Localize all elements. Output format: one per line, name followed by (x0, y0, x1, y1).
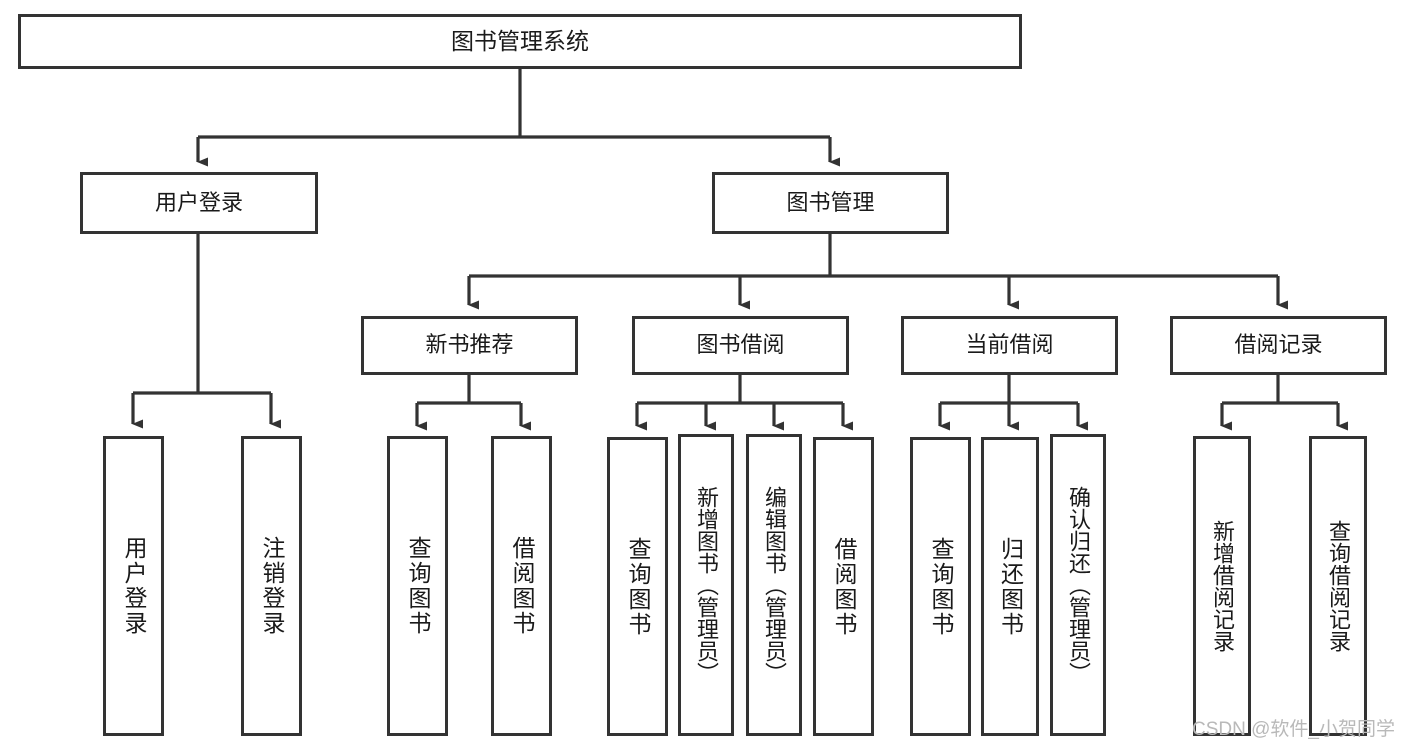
node-leaf-add-record[interactable]: 新增借阅记录 (1193, 436, 1251, 736)
node-new-book-recommend-label: 新书推荐 (425, 332, 514, 358)
node-leaf-logout-label: 注销登录 (259, 536, 285, 636)
node-leaf-borrow-book-2-label: 借阅图书 (831, 536, 857, 637)
node-leaf-borrow-book-1-label: 借阅图书 (509, 536, 535, 636)
node-leaf-return-book-label: 归还图书 (997, 536, 1024, 637)
node-leaf-confirm-return[interactable]: 确认归还（管理员） (1050, 434, 1106, 736)
node-leaf-add-record-label: 新增借阅记录 (1210, 520, 1235, 652)
node-book-manage-label: 图书管理 (786, 189, 875, 215)
node-user-login-label: 用户登录 (154, 189, 243, 215)
node-book-manage[interactable]: 图书管理 (712, 172, 949, 234)
node-leaf-query-book-3[interactable]: 查询图书 (910, 437, 971, 736)
node-leaf-confirm-return-label: 确认归还（管理员） (1066, 486, 1091, 684)
node-leaf-user-login[interactable]: 用户登录 (103, 436, 164, 736)
node-leaf-query-book-3-label: 查询图书 (928, 536, 954, 637)
node-leaf-query-record[interactable]: 查询借阅记录 (1309, 436, 1367, 736)
node-leaf-query-book-2-label: 查询图书 (625, 536, 651, 637)
node-leaf-user-login-label: 用户登录 (121, 536, 147, 636)
node-book-borrow-label: 图书借阅 (696, 332, 785, 358)
node-leaf-return-book[interactable]: 归还图书 (981, 437, 1039, 736)
node-root-label: 图书管理系统 (451, 28, 589, 55)
node-user-login[interactable]: 用户登录 (80, 172, 318, 234)
node-leaf-edit-book-label: 编辑图书（管理员） (762, 486, 787, 684)
csdn-watermark: CSDN @软件_小贺同学 (1192, 719, 1395, 740)
node-borrow-record[interactable]: 借阅记录 (1170, 316, 1387, 375)
node-borrow-record-label: 借阅记录 (1234, 332, 1323, 358)
node-root[interactable]: 图书管理系统 (18, 14, 1022, 69)
node-leaf-borrow-book-1[interactable]: 借阅图书 (491, 436, 552, 736)
node-book-borrow[interactable]: 图书借阅 (632, 316, 849, 375)
node-leaf-query-book-1[interactable]: 查询图书 (387, 436, 448, 736)
node-leaf-borrow-book-2[interactable]: 借阅图书 (813, 437, 874, 736)
node-leaf-add-book[interactable]: 新增图书（管理员） (678, 434, 734, 736)
node-leaf-query-book-2[interactable]: 查询图书 (607, 437, 668, 736)
node-leaf-query-record-label: 查询借阅记录 (1326, 520, 1351, 652)
node-new-book-recommend[interactable]: 新书推荐 (361, 316, 578, 375)
node-leaf-add-book-label: 新增图书（管理员） (694, 486, 719, 684)
node-leaf-query-book-1-label: 查询图书 (405, 536, 431, 636)
node-leaf-logout[interactable]: 注销登录 (241, 436, 302, 736)
node-leaf-edit-book[interactable]: 编辑图书（管理员） (746, 434, 802, 736)
node-current-borrow-label: 当前借阅 (965, 332, 1054, 358)
node-current-borrow[interactable]: 当前借阅 (901, 316, 1118, 375)
